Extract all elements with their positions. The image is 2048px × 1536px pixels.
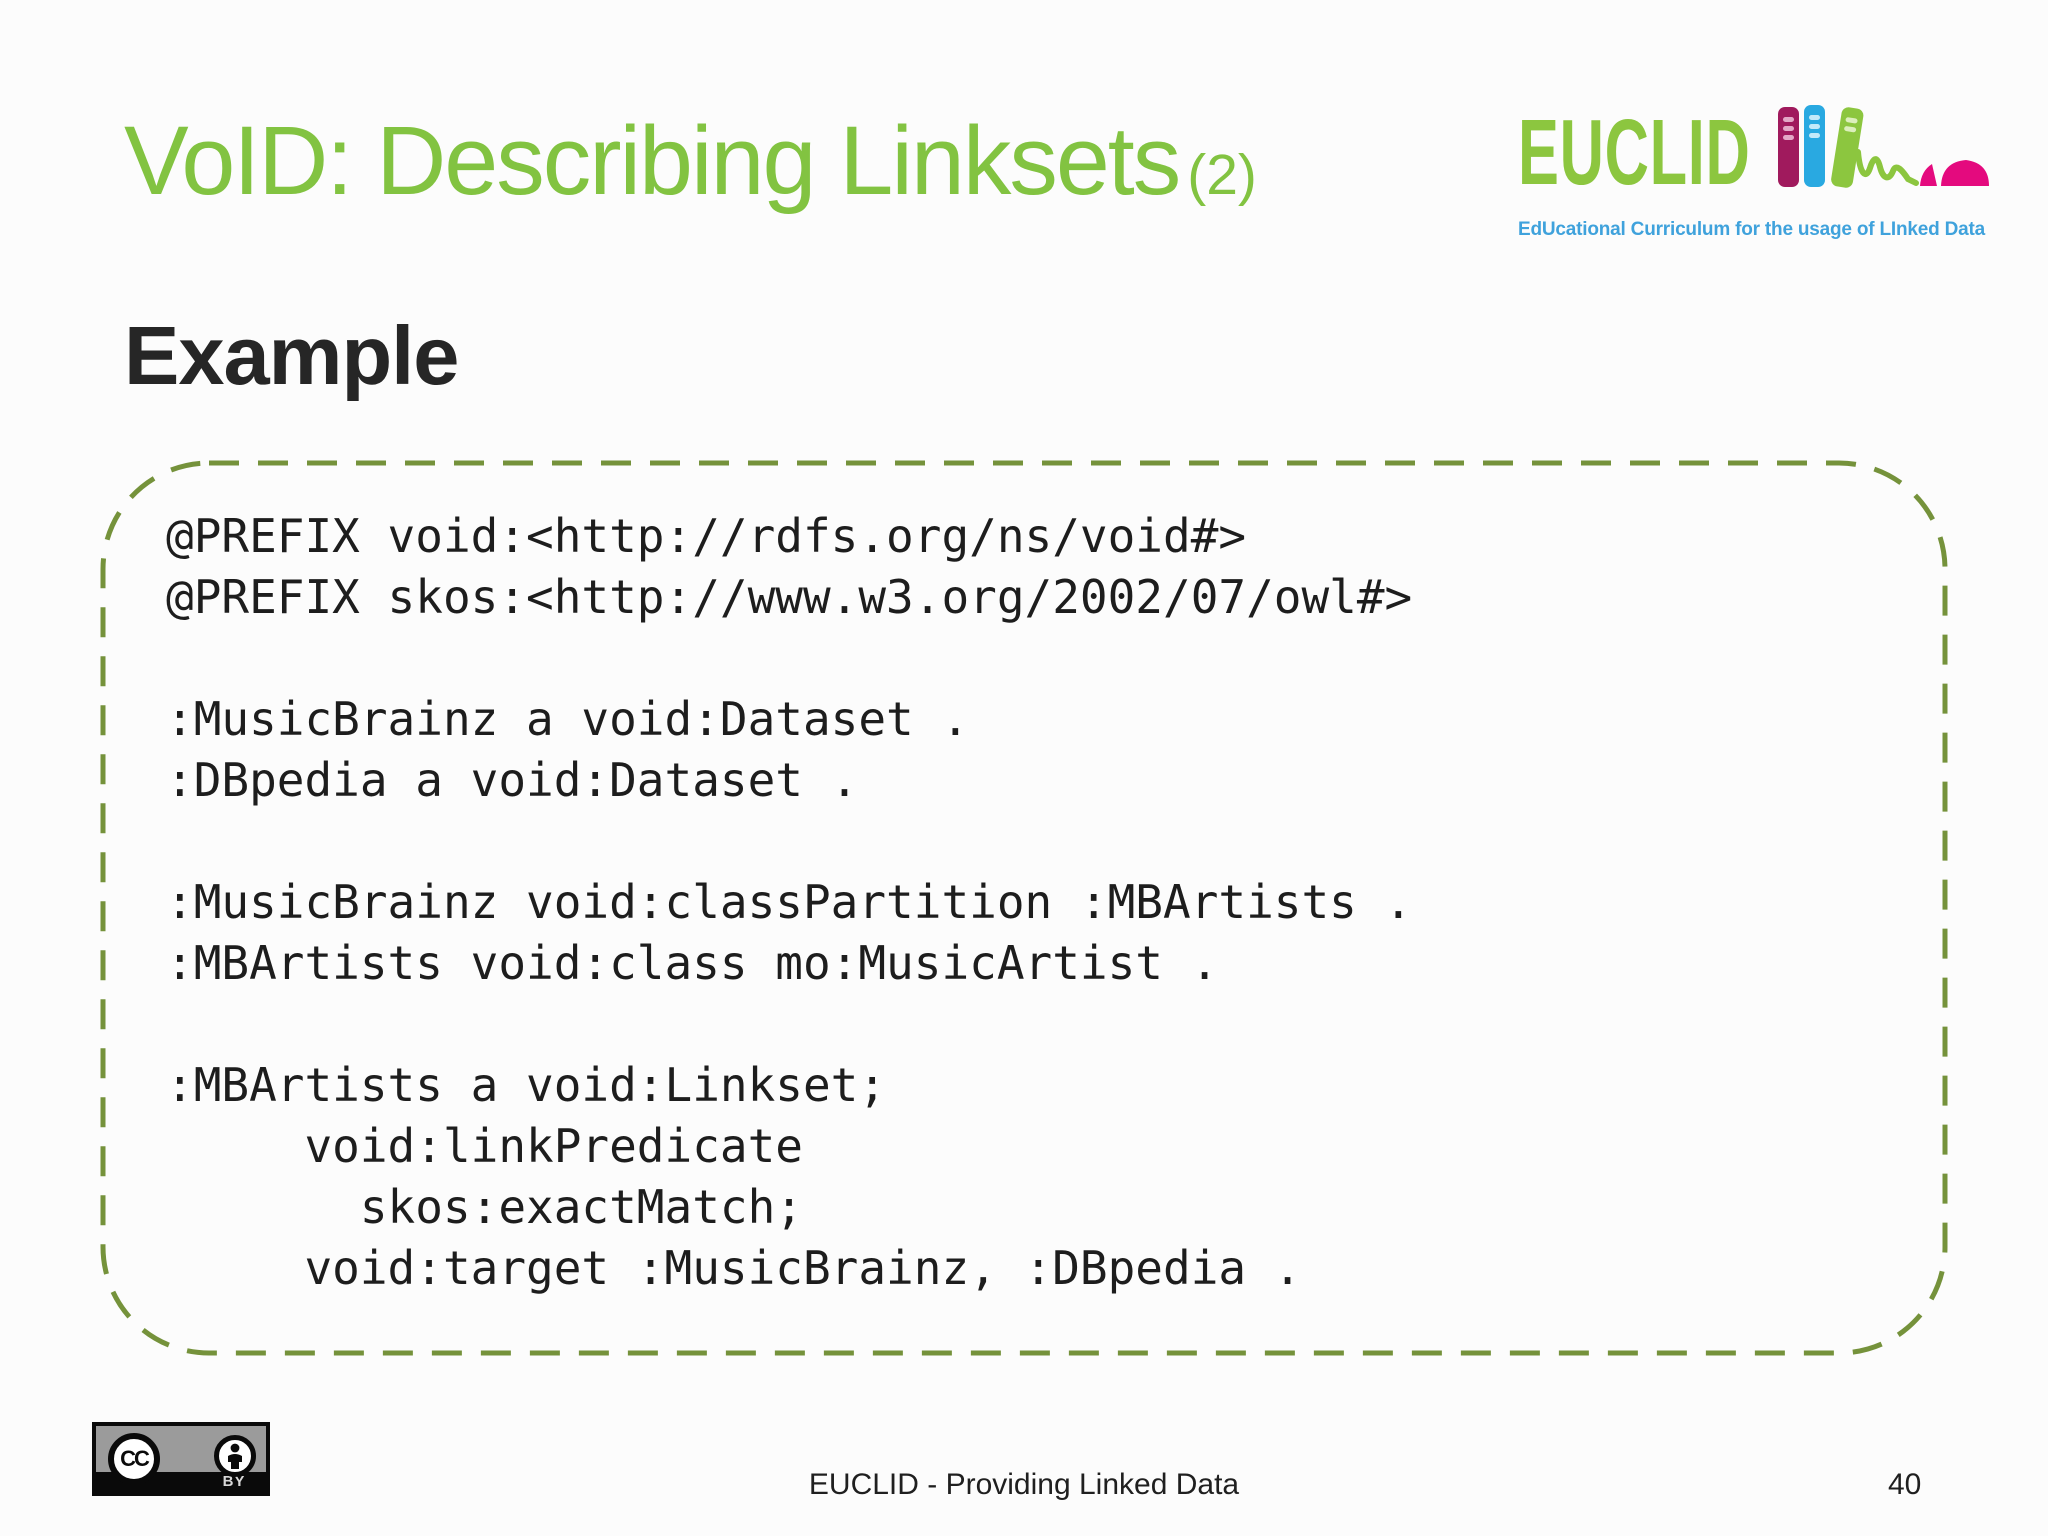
section-heading: Example [124,309,459,402]
cc-by-license-badge: BY CC [92,1422,270,1496]
books-and-mouse-icon [1778,105,1989,188]
code-example-box: @PREFIX void:<http://rdfs.org/ns/void#> … [100,460,1948,1356]
euclid-wordmark: EUCLID [1518,99,1751,204]
euclid-wordmark-wrap: EUCLID [1518,99,1776,204]
euclid-logo: EUCLID EdUcational Curricul [1518,100,1998,241]
dashed-border [100,460,1948,1356]
page-title-text: VoID: Describing Linksets [124,106,1181,215]
by-label: BY [222,1473,246,1490]
code-example: @PREFIX void:<http://rdfs.org/ns/void#> … [166,509,1413,1295]
cc-icon: CC [108,1433,160,1485]
euclid-logo-top: EUCLID [1518,99,1998,204]
page-title: VoID: Describing Linksets(2) [124,112,1257,209]
page-number: 40 [1888,1468,1922,1501]
euclid-tagline: EdUcational Curriculum for the usage of … [1518,219,1985,240]
cc-icon-label: CC [120,1446,150,1471]
footer-text: EUCLID - Providing Linked Data [808,1468,1240,1501]
page-title-suffix: (2) [1187,143,1257,207]
attribution-person-icon [214,1435,256,1477]
